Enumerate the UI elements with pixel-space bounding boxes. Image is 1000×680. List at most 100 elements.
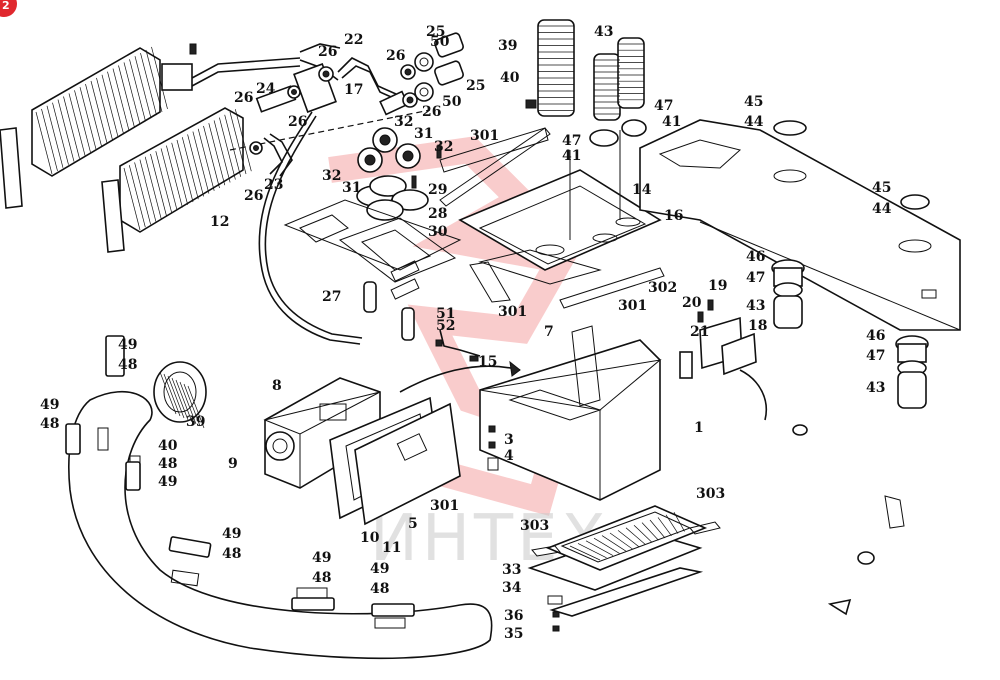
callout-23: 23	[264, 177, 283, 193]
callout-43c: 43	[866, 380, 885, 396]
callout-39a: 39	[498, 38, 517, 54]
callout-16: 16	[664, 208, 683, 224]
callout-20: 20	[682, 295, 702, 311]
callout-34: 34	[502, 580, 522, 596]
callout-49e: 49	[312, 550, 331, 566]
page-badge-number: 2	[2, 0, 10, 12]
callout-48e: 48	[312, 570, 331, 586]
callout-44b: 44	[872, 201, 892, 217]
callout-36: 36	[504, 608, 523, 624]
callout-47c: 47	[746, 270, 765, 286]
bellows-top	[525, 19, 647, 147]
fittings-cluster	[189, 32, 464, 155]
callout-41b: 41	[562, 148, 581, 164]
callout-labels: 1345789101112141516171819202122232425252…	[40, 24, 892, 642]
roof-panel	[639, 119, 961, 331]
callout-15: 15	[478, 354, 497, 370]
callout-50b: 50	[442, 94, 462, 110]
callout-32b: 32	[434, 139, 453, 155]
callout-302: 302	[648, 280, 677, 296]
callout-12: 12	[210, 214, 229, 230]
base-plate	[283, 199, 462, 300]
callout-41a: 41	[662, 114, 681, 130]
callout-32a: 32	[394, 114, 413, 130]
callout-49f: 49	[370, 561, 389, 577]
callout-26c: 26	[234, 90, 253, 106]
callout-28: 28	[428, 206, 447, 222]
callout-24: 24	[256, 81, 276, 97]
callout-303a: 303	[696, 486, 725, 502]
callout-48a: 48	[118, 357, 137, 373]
page-badge-circle	[0, 0, 17, 17]
callout-40a: 40	[500, 70, 520, 86]
bellows-right	[771, 259, 929, 409]
callout-14: 14	[632, 182, 652, 198]
callout-18: 18	[748, 318, 767, 334]
callout-4: 4	[504, 448, 514, 464]
loose-parts	[792, 424, 905, 616]
callout-25b: 25	[466, 78, 485, 94]
callout-303b: 303	[520, 518, 549, 534]
callout-49c: 49	[158, 474, 177, 490]
callout-52: 52	[436, 318, 455, 334]
callout-11: 11	[382, 540, 401, 556]
bracket-assembly	[679, 299, 767, 421]
callout-1: 1	[694, 420, 704, 436]
callout-301d: 301	[430, 498, 459, 514]
callout-26e: 26	[422, 104, 441, 120]
callout-10: 10	[360, 530, 380, 546]
filter-grille	[527, 505, 721, 632]
heater-box	[479, 325, 662, 501]
callout-27: 27	[322, 289, 341, 305]
callout-8: 8	[272, 378, 282, 394]
callout-35: 35	[504, 626, 523, 642]
callout-21: 21	[690, 324, 709, 340]
condenser-front	[101, 107, 252, 253]
callout-40b: 40	[158, 438, 178, 454]
callout-39b: 39	[186, 414, 205, 430]
callout-48f: 48	[370, 581, 389, 597]
grilles	[65, 335, 415, 617]
callout-7: 7	[544, 324, 554, 340]
callout-50a: 50	[430, 34, 450, 50]
callout-31b: 31	[342, 180, 361, 196]
callout-45b: 45	[872, 180, 891, 196]
callout-46b: 46	[866, 328, 885, 344]
callout-26b: 26	[386, 48, 405, 64]
callout-48c: 48	[158, 456, 177, 472]
callout-47b: 47	[562, 133, 581, 149]
sensors	[363, 281, 481, 362]
callout-301c: 301	[618, 298, 647, 314]
callout-49d: 49	[222, 526, 241, 542]
callout-43a: 43	[594, 24, 613, 40]
callout-51: 51	[436, 306, 455, 322]
callout-301a: 301	[470, 128, 499, 144]
page-badge: 2	[0, 0, 17, 17]
flow-arrowhead	[509, 360, 521, 377]
callout-43b: 43	[746, 298, 765, 314]
callout-5: 5	[408, 516, 418, 532]
callout-301b: 301	[498, 304, 527, 320]
callout-25a: 25	[426, 24, 445, 40]
callout-46a: 46	[746, 249, 765, 265]
callout-31a: 31	[414, 126, 433, 142]
callout-26f: 26	[244, 188, 263, 204]
callout-9: 9	[228, 456, 238, 472]
bumper-duct	[68, 361, 493, 660]
callout-45a: 45	[744, 94, 763, 110]
callout-48b: 48	[40, 416, 59, 432]
callout-33: 33	[502, 562, 521, 578]
callout-26d: 26	[288, 114, 307, 130]
callout-30: 30	[428, 224, 448, 240]
callout-47a: 47	[654, 98, 673, 114]
heater-unit	[263, 377, 381, 489]
callout-26a: 26	[318, 44, 337, 60]
callout-19: 19	[708, 278, 727, 294]
flow-arrow	[399, 365, 521, 393]
callout-44a: 44	[744, 114, 764, 130]
callout-47d: 47	[866, 348, 885, 364]
callout-3: 3	[504, 432, 514, 448]
duct-frame	[439, 127, 665, 309]
